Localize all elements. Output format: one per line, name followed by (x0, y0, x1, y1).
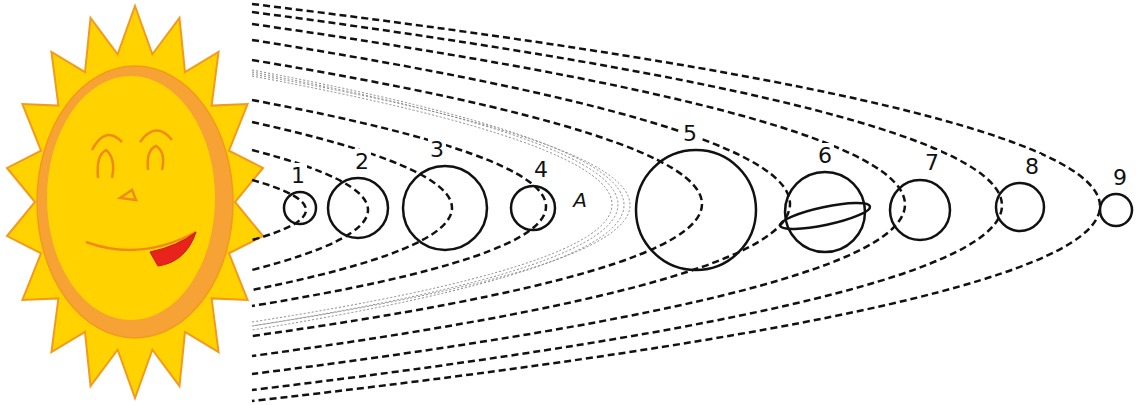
orbit (252, 180, 306, 240)
planet-number: 2 (353, 149, 371, 175)
planet: 8 (992, 154, 1048, 235)
planet-circle (996, 183, 1044, 231)
planet-number: 5 (681, 121, 699, 147)
planet-ring (778, 198, 872, 235)
planet-circle (636, 150, 756, 270)
asteroid-label: A (571, 188, 589, 212)
orbit (252, 122, 452, 290)
planet: 5 (632, 121, 760, 274)
planet-number: 4 (532, 157, 550, 183)
asteroid-belt (252, 76, 612, 322)
planet-outline (886, 150, 954, 244)
orbit (252, 150, 368, 270)
planet-number: 7 (923, 150, 941, 176)
planet: 9 (1096, 165, 1136, 230)
planet-number: 1 (289, 163, 307, 189)
planet-number: 8 (1023, 154, 1041, 180)
planet-circle (785, 172, 865, 252)
planet-number: 6 (816, 143, 834, 169)
asteroid-belt (252, 74, 630, 326)
planet-circle (284, 192, 316, 224)
planet-circle (1100, 194, 1132, 226)
sun-illustration (7, 6, 263, 398)
sun-face (47, 76, 215, 320)
face-line (120, 190, 136, 200)
orbit (252, 12, 1002, 390)
planet-circle (890, 180, 950, 240)
face-line (98, 150, 113, 178)
face-line (148, 146, 163, 170)
planet: 2 (324, 149, 392, 242)
planet-circle (328, 178, 388, 238)
planet: 6 (781, 143, 869, 256)
planet: 1 (280, 163, 320, 228)
orbit (252, 40, 790, 356)
planet: 3 (399, 137, 491, 254)
sun-rim (37, 66, 233, 338)
orbit (252, 60, 702, 336)
face-line (140, 130, 172, 142)
orbit-paths (252, 4, 1100, 401)
asteroid-belt (252, 70, 624, 330)
asteroid-belt (252, 72, 618, 326)
face-line (92, 135, 122, 150)
orbit (252, 4, 1100, 401)
planet: 4 (507, 157, 559, 234)
planet-circle (403, 166, 487, 250)
planet-circle (511, 186, 555, 230)
planet-number: 3 (428, 137, 446, 163)
planet-number: 9 (1111, 165, 1129, 191)
sun-rays (7, 6, 263, 398)
sun-mouth (150, 232, 196, 266)
planet: 7 (886, 150, 954, 244)
